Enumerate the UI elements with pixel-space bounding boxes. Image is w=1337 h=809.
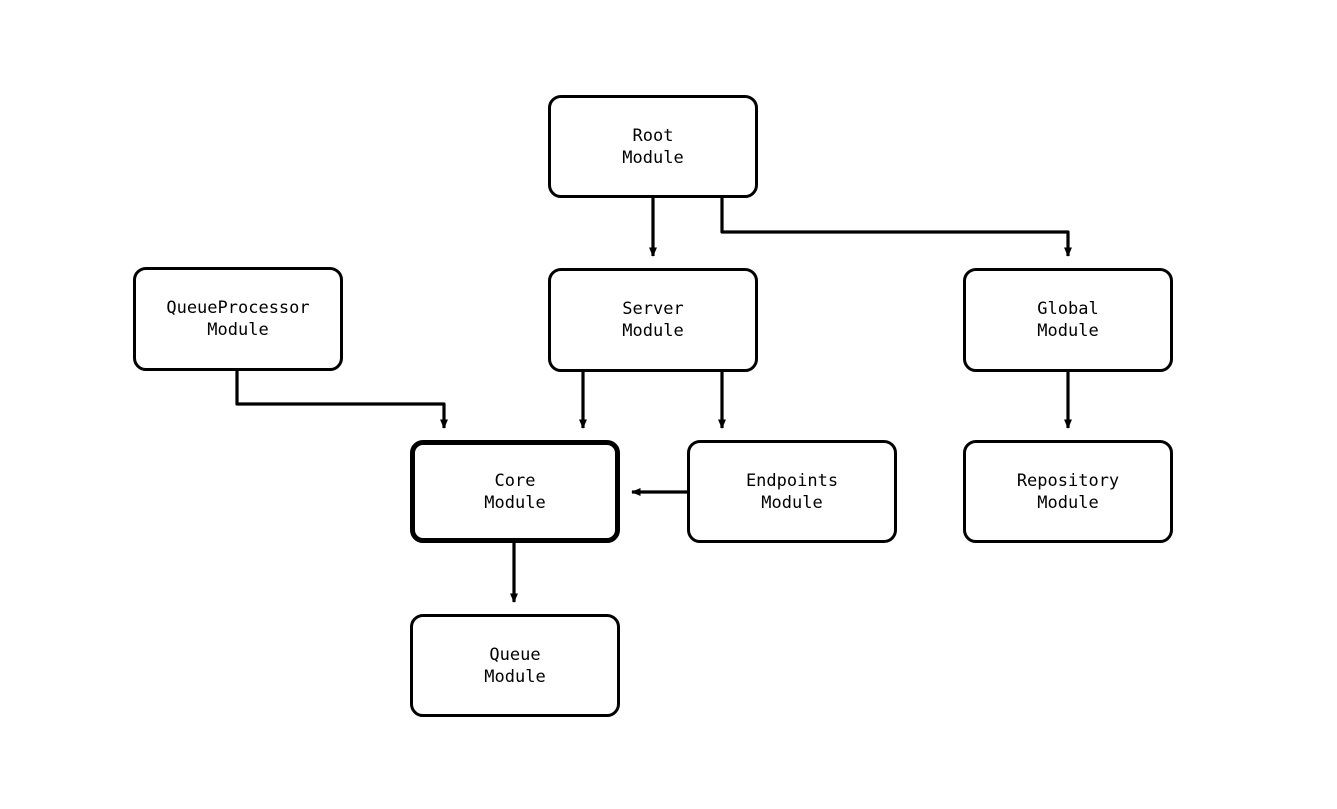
node-queueprocessor-module[interactable]: QueueProcessor Module <box>133 267 343 371</box>
node-repository-module[interactable]: Repository Module <box>963 440 1173 543</box>
node-endpoints-module[interactable]: Endpoints Module <box>687 440 897 543</box>
edge-queueprocessor-to-core <box>235 371 448 429</box>
node-queueprocessor-module-label: QueueProcessor Module <box>166 298 310 340</box>
node-core-module[interactable]: Core Module <box>410 440 620 543</box>
node-global-module[interactable]: Global Module <box>963 268 1173 372</box>
node-root-module-label: Root Module <box>622 125 684 168</box>
node-root-module[interactable]: Root Module <box>548 95 758 198</box>
node-core-module-label: Core Module <box>484 470 546 513</box>
node-server-module-label: Server Module <box>622 299 684 341</box>
node-endpoints-module-label: Endpoints Module <box>745 470 839 513</box>
node-server-module[interactable]: Server Module <box>548 268 758 372</box>
edge-root-to-global <box>720 196 1072 257</box>
node-queue-module[interactable]: Queue Module <box>410 614 620 717</box>
node-repository-module-label: Repository Module <box>1016 470 1120 513</box>
node-global-module-label: Global Module <box>1037 299 1099 341</box>
node-queue-module-label: Queue Module <box>484 644 546 687</box>
